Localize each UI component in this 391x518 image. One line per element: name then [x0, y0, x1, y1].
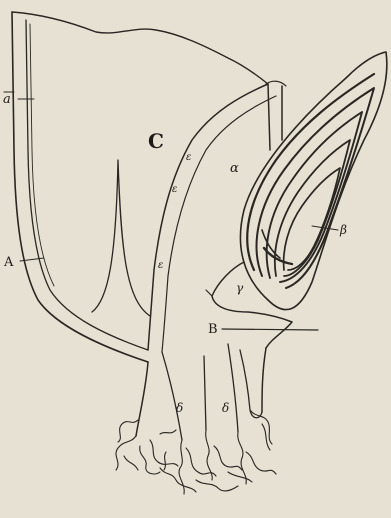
label-C: C [148, 129, 164, 153]
label-eps-3: ε [158, 260, 163, 271]
label-alpha: α [230, 161, 239, 176]
label-a-bar: a [3, 92, 11, 107]
label-eps-2: ε [172, 184, 177, 195]
label-gamma: γ [236, 281, 244, 295]
label-A: A [3, 255, 14, 270]
label-beta: β [339, 223, 347, 237]
label-eps-1: ε [186, 152, 191, 163]
label-B: B [208, 322, 218, 337]
label-delta-left: δ [176, 401, 183, 415]
label-delta-right: δ [222, 401, 229, 415]
